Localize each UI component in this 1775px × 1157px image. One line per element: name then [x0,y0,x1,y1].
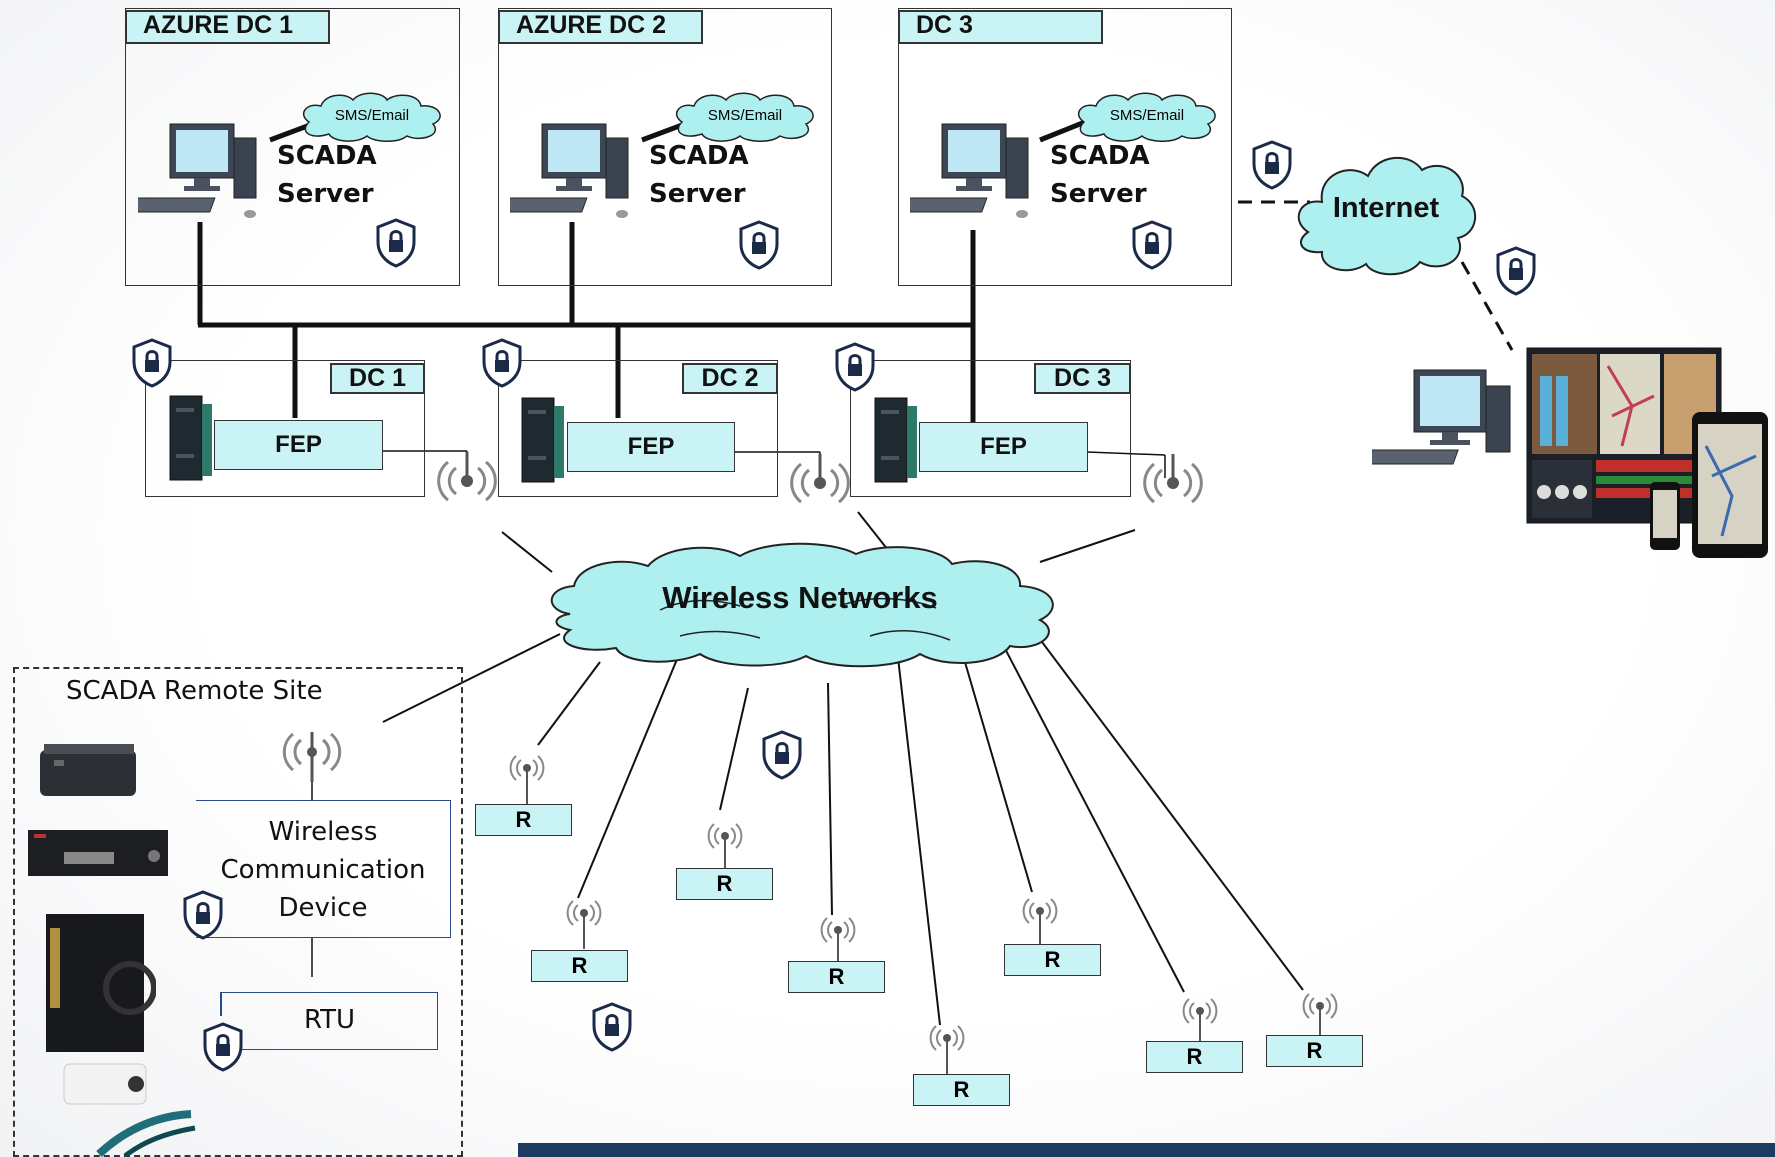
antenna-icon [509,755,545,804]
device-line-1: Wireless [268,817,378,847]
lock-shield-icon [762,730,802,780]
sms-email-cloud-1: SMS/Email [297,92,447,142]
lock-shield-icon [1132,220,1172,270]
dashboard-display-icon [1526,347,1722,524]
computer-icon [510,123,629,218]
antenna-icon [566,900,602,949]
internet-label: Internet [1332,192,1440,224]
scada-line: SCADA [277,141,377,171]
fep-box-3: FEP [919,422,1088,472]
lock-shield-icon [592,1002,632,1052]
lock-shield-icon [1496,246,1536,296]
remote-unit-5: R [913,1074,1010,1106]
computer-icon [138,123,257,218]
fep-label-2: FEP [627,433,675,460]
bottom-bar [518,1143,1775,1157]
fep-box-2: FEP [567,422,735,472]
rtu-box-left-edge [220,992,222,1016]
sms-email-cloud-3: SMS/Email [1072,92,1222,142]
wireless-networks-cloud: Wireless Networks [540,540,1060,670]
scada-server-label-3: SCADA Server [1050,137,1150,213]
lock-shield-icon [132,338,172,388]
gateway-icon [46,914,156,1052]
server-line: Server [277,179,374,209]
fep-site-tag-2: DC 2 [682,363,778,394]
antenna-icon [1143,454,1203,504]
remote-unit-7: R [1146,1041,1243,1073]
scada-line: SCADA [649,141,749,171]
computer-icon [1372,369,1511,465]
wireless-communication-device-label: Wireless Communication Device [200,813,446,927]
server-line: Server [1050,179,1147,209]
lock-shield-icon [203,1022,243,1072]
sms-email-label-3: SMS/Email [1109,107,1185,124]
lock-shield-icon [835,342,875,392]
logo-swoosh [96,1110,196,1157]
fep-label-3: FEP [980,433,1027,460]
remote-unit-6: R [1004,944,1101,976]
antenna-icon [1022,898,1058,947]
remote-unit-4: R [788,961,885,993]
lock-shield-icon [1252,140,1292,190]
camera-icon [63,1063,147,1105]
antenna-icon [929,1025,965,1074]
fep-site-box-3 [850,360,1131,497]
server-tower-icon [169,395,212,481]
lock-shield-icon [482,338,522,388]
server-line: Server [649,179,746,209]
antenna-icon [707,823,743,872]
antenna-icon [820,917,856,966]
remote-unit-3: R [676,868,773,900]
fep-box-1: FEP [214,420,383,470]
phone-icon [1650,482,1680,550]
fep-site-box-2 [498,360,778,497]
lock-shield-icon [183,890,223,940]
device-line-3: Device [278,893,368,923]
sms-email-label-1: SMS/Email [334,107,410,124]
datacenter-box-1 [125,8,460,286]
router-icon [40,744,136,796]
scada-remote-site-box [13,667,463,1157]
datacenter-title-1: AZURE DC 1 [125,10,330,44]
wireless-networks-label: Wireless Networks [662,580,938,615]
tablet-icon [1692,412,1768,558]
datacenter-box-2 [498,8,832,286]
fep-site-box-1 [145,360,425,497]
lock-shield-icon [739,220,779,270]
rtu-label: RTU [303,1005,356,1035]
router-icon [28,830,168,876]
remote-unit-2: R [531,950,628,982]
lock-shield-icon [376,218,416,268]
datacenter-box-3 [898,8,1232,286]
scada-server-label-2: SCADA Server [649,137,749,213]
internet-cloud: Internet [1292,148,1480,278]
server-tower-icon [874,397,917,483]
fep-site-tag-1: DC 1 [330,363,425,394]
remote-unit-1: R [475,804,572,836]
fep-site-tag-3: DC 3 [1034,363,1131,394]
device-line-2: Communication [220,855,426,885]
computer-icon [910,123,1029,218]
client-devices-group [1372,347,1768,558]
antenna-icon [790,454,850,504]
remote-unit-8: R [1266,1035,1363,1067]
datacenter-title-3: DC 3 [898,10,1103,44]
datacenter-title-2: AZURE DC 2 [498,10,703,44]
fep-label-1: FEP [275,431,322,458]
remote-site-title: SCADA Remote Site [66,676,323,706]
antenna-icon [282,732,342,782]
antenna-icon [437,452,497,502]
rtu-box [221,992,438,1050]
sms-email-cloud-2: SMS/Email [670,92,820,142]
wireless-communication-device-box [196,800,451,938]
server-tower-icon [521,397,564,483]
scada-server-label-1: SCADA Server [277,137,377,213]
scada-line: SCADA [1050,141,1150,171]
antenna-icon [1302,993,1338,1042]
sms-email-label-2: SMS/Email [707,107,783,124]
